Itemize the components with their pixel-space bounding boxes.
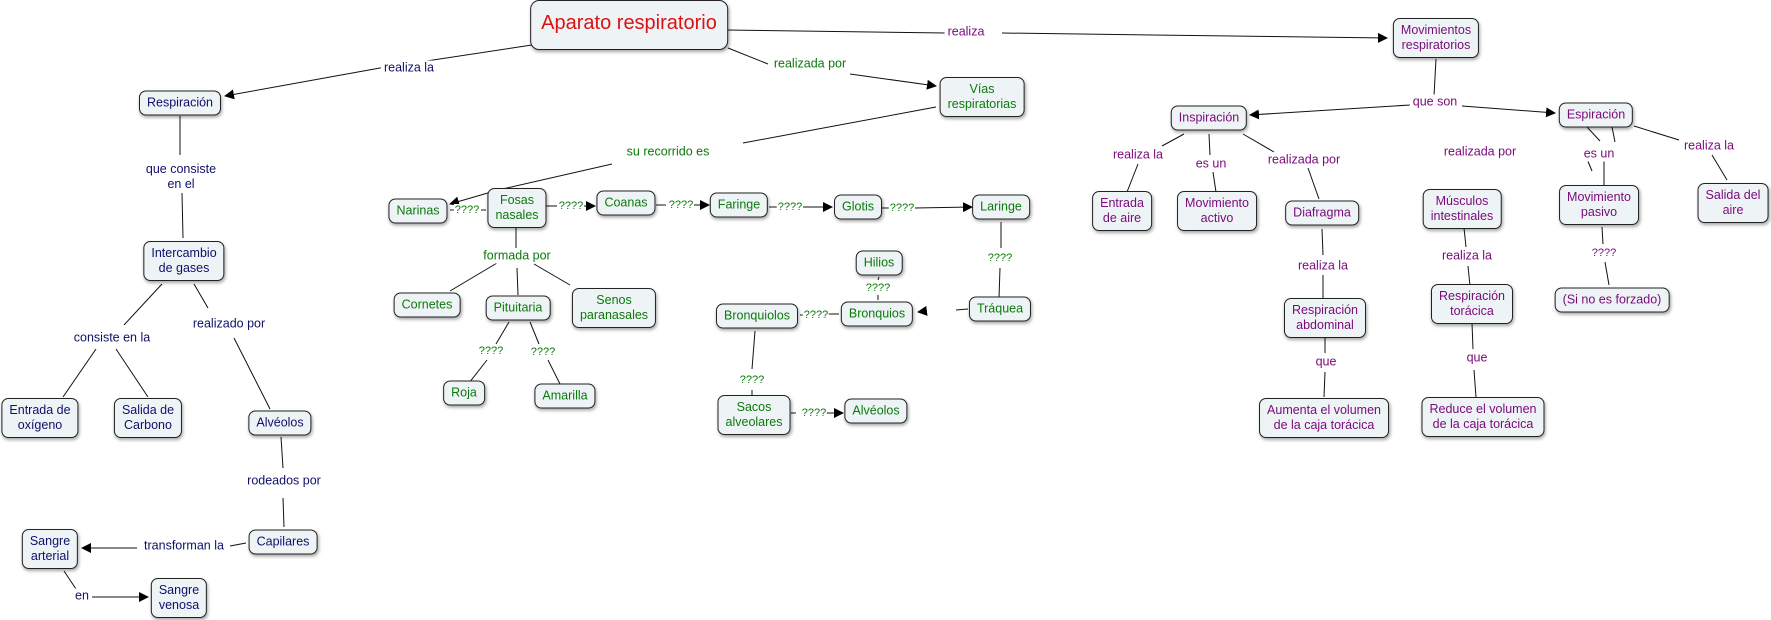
node-capilares[interactable]: Capilares (248, 529, 318, 555)
node-si-no-es-forzado[interactable]: (Si no es forzado) (1554, 287, 1670, 313)
node-sangre-venosa[interactable]: Sangre venosa (150, 578, 208, 618)
link-label-realizada-por: realizada por (770, 56, 850, 72)
link-label-que-consiste: que consiste en el (142, 162, 220, 192)
link-label-realizado-por: realizado por (189, 316, 269, 332)
link-label-rodeados-por: rodeados por (244, 473, 324, 489)
node-bronquiolos[interactable]: Bronquiolos (715, 303, 799, 329)
node-inspiracion[interactable]: Inspiración (1170, 105, 1248, 131)
node-diafragma[interactable]: Diafragma (1285, 200, 1359, 226)
node-salida-de-carbono[interactable]: Salida de Carbono (113, 398, 183, 438)
node-narinas[interactable]: Narinas (388, 198, 448, 224)
node-bronquios[interactable]: Bronquios (840, 301, 914, 327)
link-label-unknown: ???? (738, 374, 766, 386)
link-label-unknown: ???? (667, 199, 695, 211)
link-label-unknown: ???? (802, 309, 830, 321)
node-intercambio-de-gases[interactable]: Intercambio de gases (143, 241, 225, 281)
node-senos-paranasales[interactable]: Senos paranasales (571, 288, 657, 328)
link-label-unknown: ???? (800, 407, 828, 419)
node-movimiento-activo[interactable]: Movimiento activo (1177, 191, 1257, 231)
node-coanas[interactable]: Coanas (596, 190, 656, 216)
link-label-formada-por: formada por (480, 248, 554, 264)
link-label-transforman-la: transforman la (141, 538, 227, 554)
link-label-es-un: es un (1192, 156, 1230, 172)
node-sacos-alveolares[interactable]: Sacos alveolares (717, 395, 791, 435)
link-label-unknown: ???? (1590, 247, 1618, 259)
node-vias-respiratorias[interactable]: Vías respiratorias (939, 77, 1025, 117)
node-faringe[interactable]: Faringe (709, 192, 769, 218)
link-label-realiza-la: realiza la (1109, 147, 1167, 163)
node-respiracion-toracica[interactable]: Respiración torácica (1430, 284, 1514, 324)
link-label-unknown: ???? (557, 200, 585, 212)
link-label-consiste-en-la: consiste en la (70, 330, 154, 346)
node-aumenta-volumen[interactable]: Aumenta el volumen de la caja torácica (1259, 398, 1389, 438)
node-amarilla[interactable]: Amarilla (534, 383, 596, 409)
link-label-su-recorrido-es: su recorrido es (623, 144, 713, 160)
node-hilios[interactable]: Hilios (855, 250, 903, 276)
link-label-es-un: es un (1580, 146, 1618, 162)
link-label-unknown: ???? (477, 345, 505, 357)
node-traquea[interactable]: Tráquea (968, 296, 1032, 322)
node-espiracion[interactable]: Espiración (1558, 102, 1634, 128)
node-movimientos-respiratorios[interactable]: Movimientos respiratorios (1392, 18, 1480, 58)
link-label-realiza-la: realiza la (380, 60, 438, 76)
link-label-que: que (1312, 354, 1340, 370)
node-fosas-nasales[interactable]: Fosas nasales (487, 188, 547, 228)
link-label-realiza-la: realiza la (1680, 138, 1738, 154)
link-label-en: en (72, 588, 92, 604)
link-label-unknown: ???? (888, 202, 916, 214)
node-musculos-intestinales[interactable]: Músculos intestinales (1422, 189, 1502, 229)
node-respiracion-abdominal[interactable]: Respiración abdominal (1283, 298, 1367, 338)
link-label-unknown: ???? (453, 204, 481, 216)
link-label-realizada-por: realizada por (1264, 152, 1344, 168)
link-label-realiza: realiza (944, 24, 988, 40)
link-label-que: que (1463, 350, 1491, 366)
link-label-realiza-la: realiza la (1438, 248, 1496, 264)
node-reduce-volumen[interactable]: Reduce el volumen de la caja torácica (1421, 397, 1545, 437)
link-label-que-son: que son (1409, 94, 1461, 110)
node-aparato-respiratorio[interactable]: Aparato respiratorio (530, 0, 728, 50)
node-alveolos-left[interactable]: Alvéolos (248, 410, 312, 436)
node-laringe[interactable]: Laringe (972, 194, 1030, 220)
node-glotis[interactable]: Glotis (834, 194, 882, 220)
node-movimiento-pasivo[interactable]: Movimiento pasivo (1559, 185, 1639, 225)
link-label-realizada-por: realizada por (1440, 144, 1520, 160)
node-roja[interactable]: Roja (443, 380, 485, 406)
node-alveolos-mid[interactable]: Alvéolos (844, 398, 908, 424)
node-sangre-arterial[interactable]: Sangre arterial (21, 529, 79, 569)
node-entrada-de-oxigeno[interactable]: Entrada de oxígeno (1, 398, 79, 438)
link-label-unknown: ???? (986, 252, 1014, 264)
node-cornetes[interactable]: Cornetes (393, 292, 461, 318)
link-label-realiza-la: realiza la (1294, 258, 1352, 274)
node-salida-del-aire[interactable]: Salida del aire (1697, 183, 1769, 223)
link-label-unknown: ???? (776, 201, 804, 213)
link-label-unknown: ???? (864, 282, 892, 294)
node-entrada-de-aire[interactable]: Entrada de aire (1092, 191, 1152, 231)
link-label-unknown: ???? (529, 346, 557, 358)
node-pituitaria[interactable]: Pituitaria (485, 295, 551, 321)
node-respiracion[interactable]: Respiración (138, 90, 222, 116)
